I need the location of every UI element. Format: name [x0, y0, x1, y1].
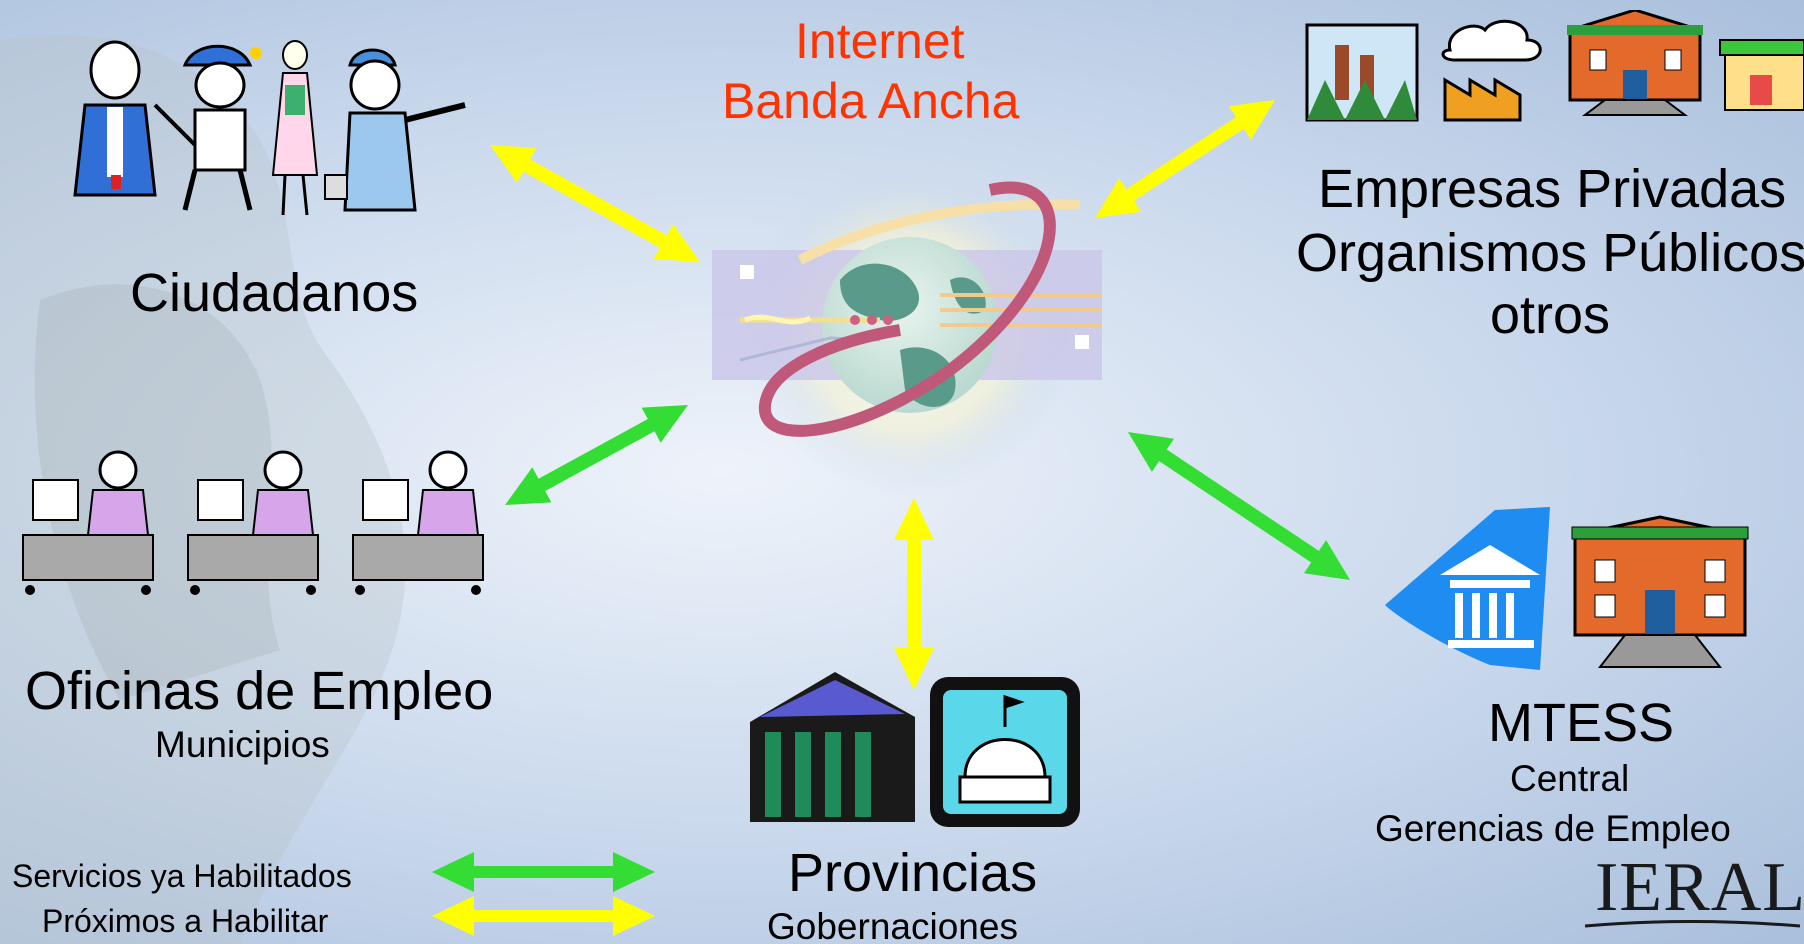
painter-icon [324, 48, 466, 212]
employment-offices-icons [22, 450, 484, 595]
miner-icon [153, 44, 262, 211]
legend-arrow-upcoming [432, 896, 655, 936]
factory-landscape-icon [1305, 23, 1419, 122]
store-icon [1719, 39, 1804, 111]
factory-smoke-icon [1441, 19, 1542, 122]
capitol-dome-icon [930, 677, 1080, 827]
arrow-hub-provinces [894, 498, 934, 690]
companies-label-line3: otros [1490, 285, 1611, 345]
legend-enabled-label: Servicios ya Habilitados [12, 858, 352, 894]
government-building-icon [1571, 515, 1749, 668]
hub-label-line1: Internet [795, 13, 965, 69]
arrow-hub-offices [505, 405, 688, 505]
provinces-label: Provincias [788, 843, 1038, 903]
building-icon [1567, 10, 1703, 116]
arrow-hub-citizens [490, 145, 700, 262]
mtess-sublabel-1: Central [1510, 758, 1630, 799]
provinces-sublabel: Gobernaciones [767, 906, 1018, 944]
mtess-icons [1385, 507, 1749, 670]
ieral-logo: IERAL [1595, 849, 1804, 926]
legend-arrow-enabled [432, 852, 655, 892]
office-desk-icon-3 [352, 450, 484, 595]
internet-globe-icon [712, 165, 1102, 495]
provinces-icons [750, 672, 1080, 827]
offices-sublabel: Municipios [155, 724, 330, 765]
nurse-icon [271, 40, 319, 216]
arrow-hub-companies [1095, 100, 1275, 218]
legend-arrows [432, 852, 655, 936]
mtess-label: MTESS [1488, 693, 1675, 753]
companies-label-line2: Organismos Públicos [1296, 223, 1804, 283]
companies-label-line1: Empresas Privadas [1318, 159, 1787, 219]
office-desk-icon-1 [22, 450, 154, 595]
citizens-label: Ciudadanos [130, 263, 419, 323]
legend-upcoming-label: Próximos a Habilitar [42, 903, 329, 939]
ieral-logo-underline [1585, 920, 1800, 928]
ministry-icon [1385, 507, 1550, 670]
arrow-hub-mtess [1128, 432, 1350, 580]
legislature-building-icon [750, 672, 915, 822]
mtess-sublabel-2: Gerencias de Empleo [1375, 808, 1731, 849]
offices-label: Oficinas de Empleo [25, 661, 494, 721]
office-desk-icon-2 [187, 450, 319, 595]
hub-label-line2: Banda Ancha [722, 73, 1020, 129]
companies-icons [1305, 10, 1804, 122]
citizens-icons [73, 40, 466, 216]
businessman-icon [73, 40, 157, 197]
